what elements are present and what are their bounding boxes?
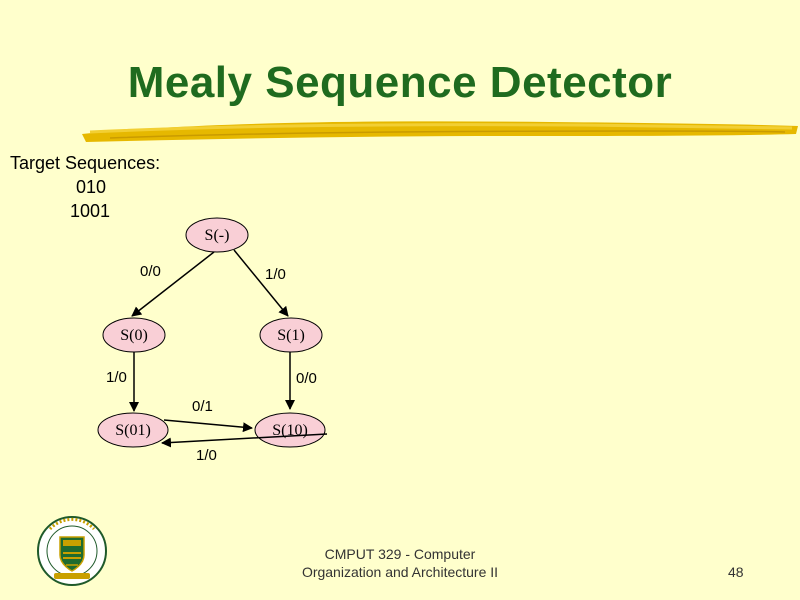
- page-number: 48: [728, 564, 744, 580]
- state-label-s1: S(1): [277, 327, 305, 344]
- edge-s10-to-s01: [161, 433, 328, 448]
- edge-s01-to-s10: [163, 419, 253, 433]
- edge-label-s01-s10: 0/1: [192, 398, 213, 415]
- edge-label-s10-s01: 1/0: [196, 447, 217, 464]
- state-node-s0: S(0): [102, 317, 166, 353]
- target-sequences-heading: Target Sequences:: [10, 153, 161, 173]
- edge-label-s1-s10: 0/0: [296, 370, 317, 387]
- edge-label-s-empty-s1: 1/0: [265, 266, 286, 283]
- state-label-s0: S(0): [120, 327, 148, 344]
- slide-title: Mealy Sequence Detector: [127, 58, 673, 107]
- state-node-s01: S(01): [97, 412, 169, 448]
- edge-s-empty-to-s0: [131, 251, 215, 317]
- state-label-s01: S(01): [115, 422, 151, 439]
- state-node-s1: S(1): [259, 317, 323, 353]
- target-sequence-1: 010: [76, 177, 107, 197]
- state-node-s-empty: S(-): [185, 217, 249, 253]
- target-sequences: Target Sequences: 010 1001: [10, 151, 160, 223]
- state-label-s10: S(10): [272, 422, 308, 439]
- edge-s-empty-to-s1: [233, 249, 289, 317]
- university-of-alberta-crest-icon: [37, 516, 107, 586]
- footer-course: CMPUT 329 - Computer Organization and Ar…: [270, 545, 530, 581]
- target-sequence-2: 1001: [70, 201, 111, 221]
- edge-label-s-empty-s0: 0/0: [140, 263, 161, 280]
- state-label-s-empty: S(-): [205, 227, 230, 244]
- title-underline-brush: [82, 121, 798, 142]
- footer-course-line2: Organization and Architecture II: [301, 564, 499, 580]
- state-node-s10: S(10): [254, 412, 326, 448]
- edge-label-s0-s01: 1/0: [106, 369, 127, 386]
- footer-course-line1: CMPUT 329 - Computer: [324, 546, 476, 562]
